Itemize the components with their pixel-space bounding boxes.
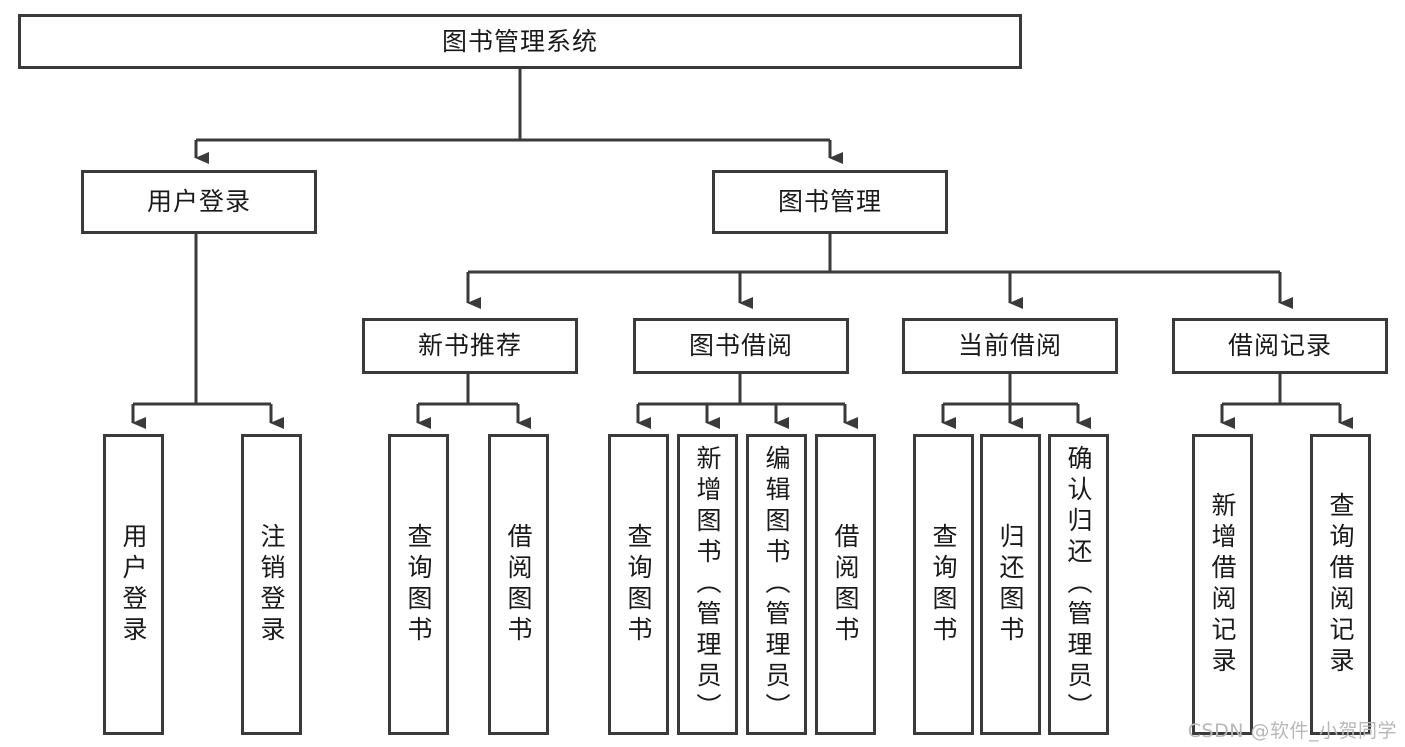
leaf-return-book-label: 归还图书 — [996, 522, 1025, 647]
node-borrow-record-label: 借阅记录 — [1227, 331, 1332, 361]
node-current-borrow[interactable]: 当前借阅 — [902, 318, 1118, 374]
leaf-user-login[interactable]: 用户登录 — [103, 434, 164, 735]
node-root-label: 图书管理系统 — [441, 26, 598, 56]
node-user-login-label: 用户登录 — [146, 187, 251, 217]
leaf-query-book-2-label: 查询图书 — [624, 522, 653, 647]
node-book-borrow-label: 图书借阅 — [688, 331, 793, 361]
node-borrow-record[interactable]: 借阅记录 — [1172, 318, 1388, 374]
leaf-borrow-book-1[interactable]: 借阅图书 — [488, 434, 549, 735]
node-book-borrow[interactable]: 图书借阅 — [633, 318, 849, 374]
leaf-borrow-book-1-label: 借阅图书 — [504, 522, 533, 647]
node-user-login[interactable]: 用户登录 — [81, 170, 317, 234]
leaf-edit-book-label: 编辑图书（管理员） — [762, 445, 791, 724]
leaf-logout-login-label: 注销登录 — [257, 522, 286, 647]
csdn-watermark: CSDN @软件_小贺同学 — [1187, 720, 1397, 742]
leaf-edit-book[interactable]: 编辑图书（管理员） — [746, 434, 807, 735]
leaf-query-book-1-label: 查询图书 — [404, 522, 433, 647]
leaf-add-record-label: 新增借阅记录 — [1208, 491, 1237, 678]
leaf-logout-login[interactable]: 注销登录 — [241, 434, 302, 735]
node-book-manage[interactable]: 图书管理 — [712, 170, 948, 234]
leaf-add-book-label: 新增图书（管理员） — [693, 445, 722, 724]
leaf-borrow-book-2-label: 借阅图书 — [831, 522, 860, 647]
node-root[interactable]: 图书管理系统 — [18, 14, 1022, 69]
leaf-user-login-label: 用户登录 — [119, 522, 148, 647]
leaf-confirm-return-label: 确认归还（管理员） — [1064, 445, 1093, 724]
node-book-manage-label: 图书管理 — [777, 187, 882, 217]
leaf-borrow-book-2[interactable]: 借阅图书 — [815, 434, 876, 735]
leaf-return-book[interactable]: 归还图书 — [980, 434, 1041, 735]
node-new-book-recommend-label: 新书推荐 — [417, 331, 522, 361]
leaf-query-record-label: 查询借阅记录 — [1326, 491, 1355, 678]
leaf-query-book-3[interactable]: 查询图书 — [913, 434, 974, 735]
leaf-query-book-2[interactable]: 查询图书 — [608, 434, 669, 735]
leaf-add-book[interactable]: 新增图书（管理员） — [677, 434, 738, 735]
leaf-query-book-3-label: 查询图书 — [929, 522, 958, 647]
leaf-query-book-1[interactable]: 查询图书 — [388, 434, 449, 735]
node-new-book-recommend[interactable]: 新书推荐 — [362, 318, 578, 374]
node-current-borrow-label: 当前借阅 — [957, 331, 1062, 361]
leaf-add-record[interactable]: 新增借阅记录 — [1192, 434, 1253, 735]
leaf-confirm-return[interactable]: 确认归还（管理员） — [1048, 434, 1109, 735]
leaf-query-record[interactable]: 查询借阅记录 — [1310, 434, 1371, 735]
